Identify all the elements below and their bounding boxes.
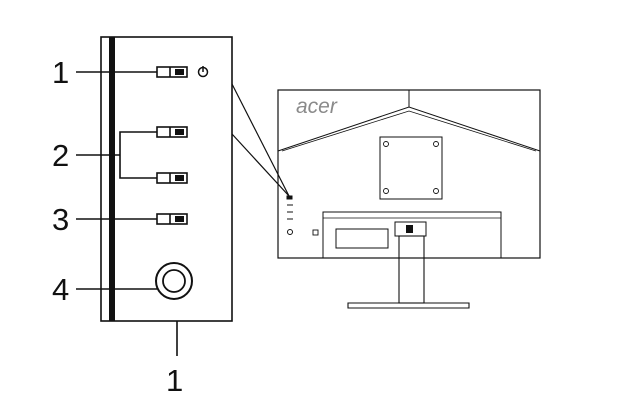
callout-number-4: 4: [52, 272, 69, 307]
brand-logo: acer: [296, 95, 338, 118]
zoom-lines: [231, 83, 290, 197]
panel-bezel-strip: [109, 37, 115, 321]
monitor-rear-bulge: [277, 106, 541, 152]
control-panel-closeup: [100, 36, 233, 322]
menu-button-lower: [156, 172, 188, 184]
power-button: [156, 66, 188, 78]
callout-number-3: 3: [52, 202, 69, 237]
kensington-lock: [312, 229, 319, 236]
joystick-icon: [155, 262, 193, 300]
vesa-mount-plate: [379, 136, 443, 200]
menu-button-upper: [156, 126, 188, 138]
vesa-screw-holes: [383, 141, 439, 194]
stand-base: [347, 302, 470, 309]
io-port-bay: [335, 228, 389, 249]
stand-neck: [398, 235, 425, 304]
callout-number-1: 1: [52, 55, 69, 90]
io-housing: [322, 211, 502, 259]
callout-lines: [76, 71, 178, 356]
power-icon: [197, 66, 209, 78]
monitor-side-buttons: [286, 195, 293, 235]
input-button: [156, 213, 188, 225]
monitor-rear-view: [277, 89, 541, 309]
callout-number-1-bottom: 1: [166, 363, 183, 398]
callout-number-2: 2: [52, 138, 69, 173]
